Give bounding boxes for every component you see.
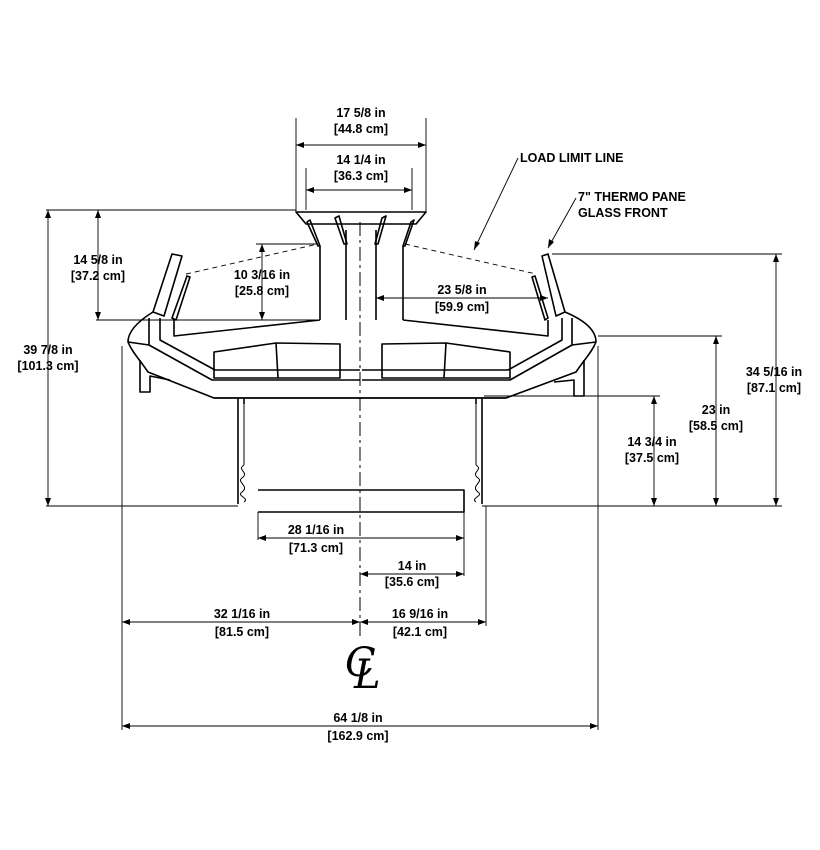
dim-base-width-metric: [71.3 cm] <box>289 541 343 555</box>
dim-top-inner-imperial: 14 1/4 in <box>336 153 385 167</box>
dim-left-half-metric: [81.5 cm] <box>215 625 269 639</box>
dim-overall-height-imperial: 39 7/8 in <box>23 343 72 357</box>
dim-left-upper-imperial: 14 5/8 in <box>73 253 122 267</box>
dim-left-upper-metric: [37.2 cm] <box>71 269 125 283</box>
svg-text:L: L <box>353 652 381 698</box>
dim-right-mid-imperial: 23 in <box>702 403 731 417</box>
dim-overall-height-metric: [101.3 cm] <box>17 359 78 373</box>
dim-base-height-imperial: 14 3/4 in <box>627 435 676 449</box>
svg-text:C: C <box>345 640 376 686</box>
centerline-symbol: C L <box>345 640 381 698</box>
leader-lines <box>473 157 577 251</box>
dim-left-half-imperial: 32 1/16 in <box>214 607 270 621</box>
case-outline <box>127 211 597 513</box>
dim-top-outer-imperial: 17 5/8 in <box>336 106 385 120</box>
thermo-pane-label-1: 7" THERMO PANE <box>578 190 686 204</box>
dim-right-total-imperial: 34 5/16 in <box>746 365 802 379</box>
dim-right-half-imperial: 16 9/16 in <box>392 607 448 621</box>
annotations: LOAD LIMIT LINE 7" THERMO PANE GLASS FRO… <box>17 106 802 743</box>
dim-bowl-half-imperial: 23 5/8 in <box>437 283 486 297</box>
dim-inner-depth-imperial: 10 3/16 in <box>234 268 290 282</box>
dim-base-width-imperial: 28 1/16 in <box>288 523 344 537</box>
dim-base-half-imperial: 14 in <box>398 559 427 573</box>
dim-overall-width-imperial: 64 1/8 in <box>333 711 382 725</box>
load-limit-line <box>185 243 537 275</box>
thermo-pane-label-2: GLASS FRONT <box>578 206 668 220</box>
dimension-lines <box>45 142 779 729</box>
dim-inner-depth-metric: [25.8 cm] <box>235 284 289 298</box>
dim-right-total-metric: [87.1 cm] <box>747 381 801 395</box>
dim-base-height-metric: [37.5 cm] <box>625 451 679 465</box>
dim-right-mid-metric: [58.5 cm] <box>689 419 743 433</box>
dim-overall-width-metric: [162.9 cm] <box>327 729 388 743</box>
dim-bowl-half-metric: [59.9 cm] <box>435 300 489 314</box>
dim-top-outer-metric: [44.8 cm] <box>334 122 388 136</box>
extension-lines <box>46 118 782 730</box>
load-limit-label: LOAD LIMIT LINE <box>520 151 623 165</box>
dim-right-half-metric: [42.1 cm] <box>393 625 447 639</box>
dim-top-inner-metric: [36.3 cm] <box>334 169 388 183</box>
dim-base-half-metric: [35.6 cm] <box>385 575 439 589</box>
